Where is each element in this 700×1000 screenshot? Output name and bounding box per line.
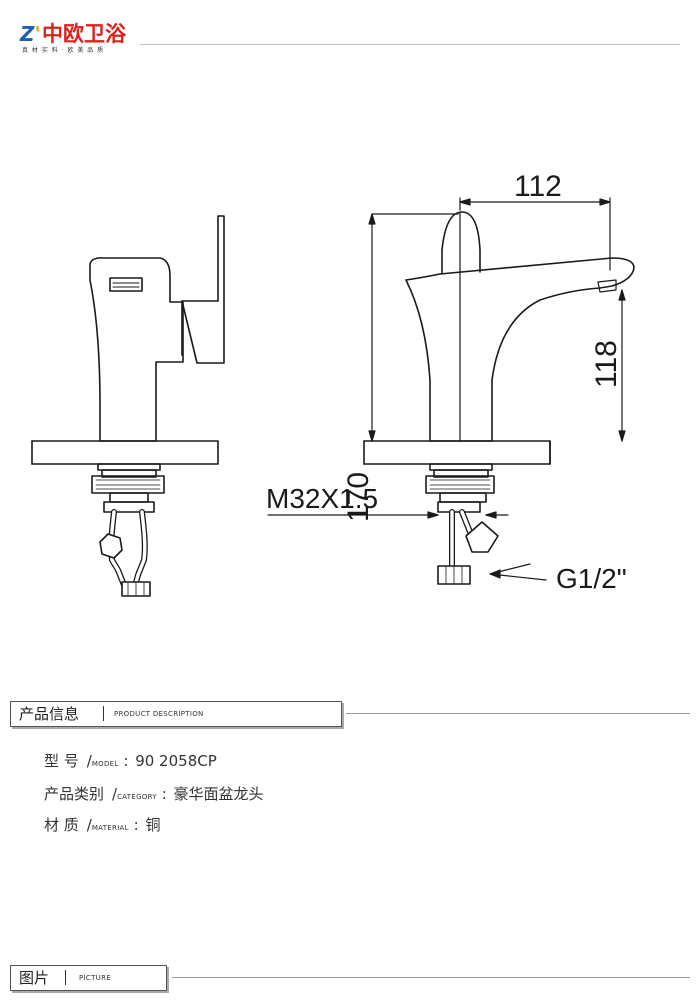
spec-label-en: MODEL (91, 760, 119, 768)
brand-logo: Z' 中欧卫浴 真 材 实 料 · 欧 美 品 质 (20, 22, 140, 56)
section-divider (103, 706, 104, 721)
spec-label-en: MATERIAL (91, 824, 129, 832)
spec-value: 铜 (145, 816, 161, 834)
header-divider (140, 44, 680, 45)
section-rule (172, 977, 690, 978)
section-title-box: 产品信息 PRODUCT DESCRIPTION (10, 701, 342, 727)
thread-spec-label: M32X1.5 (266, 483, 378, 514)
section-product-description: 产品信息 PRODUCT DESCRIPTION (10, 701, 690, 727)
brand-name: 中欧卫浴 (42, 22, 126, 46)
section-title-box: 图片 PICTURE (10, 965, 167, 991)
spec-label: 产品类别 (44, 785, 105, 803)
section-picture: 图片 PICTURE (10, 965, 690, 991)
dim-spout-height-label: 118 (590, 340, 623, 388)
section-subtitle: PICTURE (79, 974, 111, 982)
section-subtitle: PRODUCT DESCRIPTION (114, 710, 204, 718)
spec-label: 型 号 (44, 752, 79, 770)
spec-category: 产品类别/CATEGORY : 豪华面盆龙头 (44, 785, 264, 803)
spec-model: 型 号/MODEL : 90 2058CP (44, 752, 217, 770)
spec-value: 豪华面盆龙头 (173, 785, 264, 803)
dimension-lines (267, 197, 626, 581)
spec-label: 材 质 (44, 816, 79, 834)
spec-value: 90 2058CP (135, 752, 217, 770)
technical-drawing: 112 170 118 M32X1.5 G1/2" (0, 150, 700, 620)
section-rule (346, 713, 690, 714)
dim-height-label: 170 (342, 472, 375, 522)
spec-material: 材 质/MATERIAL : 铜 (44, 816, 161, 834)
side-view (363, 211, 635, 585)
section-divider (65, 970, 66, 985)
spec-label-en: CATEGORY (117, 793, 157, 801)
logo-z-icon: Z' (20, 22, 41, 46)
inlet-spec-label: G1/2" (556, 563, 627, 594)
brand-tagline: 真 材 实 料 · 欧 美 品 质 (22, 47, 105, 54)
front-view (31, 215, 225, 597)
section-title: 产品信息 (19, 705, 80, 723)
dim-width-label: 112 (514, 170, 562, 203)
section-title: 图片 (19, 969, 50, 987)
